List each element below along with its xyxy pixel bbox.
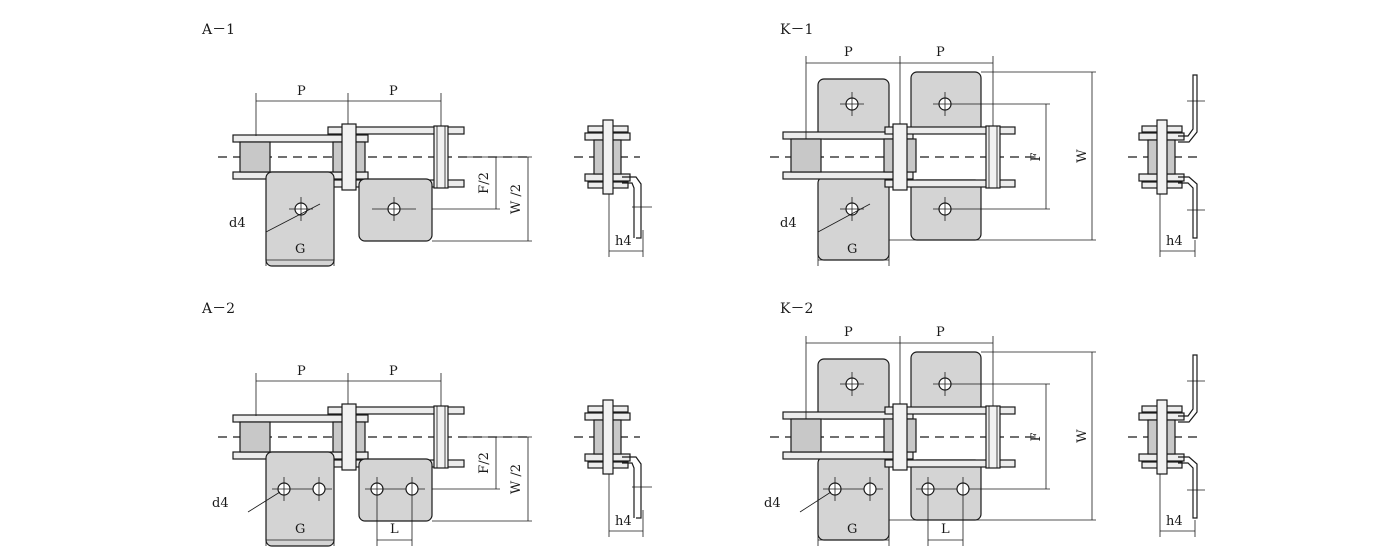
- h4-label: h4: [1166, 234, 1183, 249]
- g-label: G: [295, 522, 305, 537]
- l-label: L: [390, 522, 399, 537]
- attachment-plate: [358, 458, 433, 522]
- g-label: G: [847, 522, 857, 537]
- panel-title: K－2: [780, 301, 813, 317]
- f-half-label: F/2: [477, 452, 492, 474]
- h4-label: h4: [615, 514, 632, 529]
- panel-title: K－1: [780, 22, 813, 38]
- panel-a2: A－2: [201, 301, 652, 547]
- hole-diameter-label: d4: [212, 496, 229, 511]
- hole-diameter-label: d4: [229, 216, 246, 231]
- chain-front-view: P P F W d4 G L: [764, 325, 1096, 546]
- pitch-label: P: [389, 364, 398, 379]
- panel-k2: K－2: [764, 301, 1205, 546]
- w-label: W: [1075, 429, 1090, 443]
- pitch-label: P: [297, 84, 306, 99]
- chain-side-view: h4: [1128, 354, 1205, 537]
- hole-diameter-label: d4: [780, 216, 797, 231]
- chain-front-view: P P F/2 W /2 d4 G L: [212, 364, 532, 547]
- chain-side-view: h4: [574, 119, 652, 257]
- w-label: W: [1075, 149, 1090, 163]
- w-half-label: W /2: [509, 464, 524, 494]
- chain-side-view: h4: [574, 399, 652, 537]
- f-label: F: [1029, 432, 1044, 441]
- g-label: G: [295, 242, 305, 257]
- f-label: F: [1029, 152, 1044, 161]
- panel-title: A－2: [201, 301, 235, 317]
- hole-diameter-label: d4: [764, 496, 781, 511]
- panel-a1: A－1 P P: [201, 22, 652, 267]
- f-half-label: F/2: [477, 172, 492, 194]
- panel-title: A－1: [201, 22, 235, 38]
- g-label: G: [847, 242, 857, 257]
- h4-label: h4: [615, 234, 632, 249]
- l-label: L: [941, 522, 950, 537]
- attachment-plate: [265, 451, 335, 547]
- h4-label: h4: [1166, 514, 1183, 529]
- chain-front-view: P P F/2 W /2 d4 G: [218, 84, 532, 267]
- pitch-label: P: [936, 325, 945, 340]
- w-half-label: W /2: [509, 184, 524, 214]
- chain-side-view: h4: [1128, 74, 1205, 257]
- panel-k1: K－1: [770, 22, 1205, 266]
- pitch-label: P: [936, 45, 945, 60]
- pitch-label: P: [844, 45, 853, 60]
- pitch-label: P: [297, 364, 306, 379]
- pitch-label: P: [389, 84, 398, 99]
- pitch-label: P: [844, 325, 853, 340]
- attachment-plate: [265, 171, 335, 267]
- chain-front-view: P P F W d4 G: [770, 45, 1096, 266]
